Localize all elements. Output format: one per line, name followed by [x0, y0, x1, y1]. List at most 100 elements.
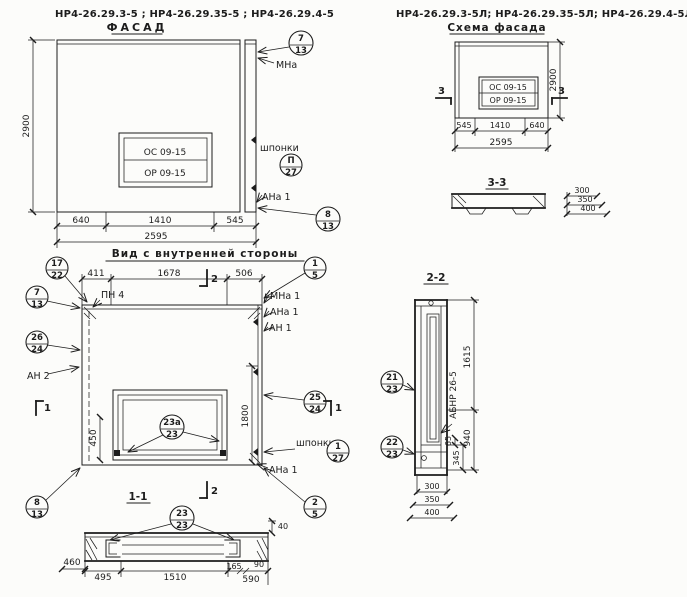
mna-label: МНа [276, 60, 297, 71]
facade-callout-corner: 8 13 [258, 207, 341, 232]
section-2-2: 2-2 АБНР 26-5 1615 [380, 272, 479, 522]
ana1-label: АНа 1 [270, 307, 299, 318]
callout-num: 1 [335, 442, 341, 452]
callout-num: 25 [309, 393, 321, 403]
facade-header: НР4-26.29.3-5 ; НР4-26.29.35-5 ; НР4-26.… [55, 9, 334, 20]
inner-callout-25-24: 25 24 [264, 390, 327, 415]
facade-label-shponki: шпонки П 27 [260, 143, 303, 178]
callout-num: 2 [312, 498, 318, 508]
inner-dim-450: 450 [89, 413, 104, 464]
callout-num: 23а [163, 418, 181, 428]
inner-label-ana1-top: АНа 1 [264, 307, 299, 318]
facade-dim-height: 2900 [22, 36, 55, 216]
scheme-header: НР4-26.29.3-5Л; НР4-26.29.35-5Л; НР4-26.… [396, 9, 687, 20]
scheme-dim-height: 2900 [548, 38, 565, 122]
dim-345: 345 [452, 450, 461, 465]
dim-65: 65 [444, 436, 453, 446]
section-2-2-title: 2-2 [427, 272, 446, 284]
dim-545: 545 [456, 121, 471, 130]
inner-dims-top: 411 1678 506 [78, 269, 266, 305]
dim-640: 640 [529, 121, 544, 130]
callout-den: 5 [312, 271, 318, 281]
callout-den: 23 [176, 521, 188, 531]
dim-2595: 2595 [145, 232, 168, 242]
inner-section-flag-1-right: 1 [323, 400, 342, 416]
facade-title: ФАСАД [107, 21, 168, 34]
section-3-3-profile [451, 193, 546, 215]
callout-den: 13 [322, 222, 334, 232]
dim-400: 400 [580, 204, 595, 213]
inner-view-title: Вид с внутренней стороны [112, 248, 299, 260]
ana1-label: АНа 1 [262, 192, 291, 203]
section-1-1-dims-bottom: 495 1510 165 90 590 460 [58, 558, 272, 585]
scheme-opening-mark-os: ОС 09-15 [489, 83, 527, 92]
section-1-1-dim-40: 40 [268, 517, 288, 537]
callout-num: 7 [34, 288, 40, 298]
section-mark-1: 1 [44, 403, 51, 414]
section-mark-3: 3 [558, 86, 565, 97]
callout-den: 22 [51, 271, 63, 281]
dim-411: 411 [87, 269, 104, 279]
facade-opening-mark-or: ОР 09-15 [144, 169, 186, 179]
callout-den: 27 [332, 454, 344, 464]
section-mark-1: 1 [335, 403, 342, 414]
callout-num: 7 [298, 34, 304, 44]
inner-callout-17-22: 17 22 [45, 256, 87, 302]
facade-opening: ОС 09-15 ОР 09-15 [118, 132, 213, 188]
inner-callout-23a-23: 23а 23 [128, 414, 219, 452]
section-2-2-thickness-dims: 300 350 400 [406, 476, 458, 522]
callout-num: 21 [386, 373, 398, 383]
dim-640: 640 [72, 216, 89, 226]
an2-label: АН 2 [27, 371, 50, 382]
dim-1615: 1615 [463, 346, 473, 369]
section-1-1-callout-23-23: 23 23 [110, 505, 234, 540]
dim-1410: 1410 [490, 121, 510, 130]
section-3-3-thickness-dims: 300 350 400 [563, 186, 611, 218]
dim-1510: 1510 [164, 573, 187, 583]
facade-opening-mark-os: ОС 09-15 [144, 148, 186, 158]
callout-num: 23 [176, 509, 188, 519]
scheme-view: НР4-26.29.3-5Л; НР4-26.29.35-5Л; НР4-26.… [396, 9, 687, 218]
shponki-label: шпонки [260, 143, 299, 154]
dim-300: 300 [574, 186, 589, 195]
abnr-part-label: АБНР 26-5 [449, 371, 459, 419]
scheme-panel-outline [454, 41, 549, 119]
inner-label-an1: АН 1 [264, 323, 292, 334]
inner-opening [112, 389, 228, 461]
inner-label-an2: АН 2 [27, 367, 79, 382]
section-mark-2: 2 [211, 486, 218, 497]
section-1-1-title: 1-1 [129, 491, 148, 503]
section-3-3-title: 3-3 [488, 177, 507, 189]
section-3-3: 3-3 300 350 400 [451, 177, 611, 218]
dim-506: 506 [235, 269, 252, 279]
inner-label-mna1: МНа 1 [264, 291, 300, 303]
inner-label-ana1-bottom: АНа 1 [257, 464, 298, 476]
scheme-opening: ОС 09-15 ОР 09-15 [478, 76, 539, 110]
inner-callout-2-5: 2 5 [264, 468, 327, 520]
facade-panel-outline [56, 39, 257, 213]
inner-view: Вид с внутренней стороны 411 1678 506 [25, 248, 350, 520]
scheme-opening-mark-or: ОР 09-15 [490, 96, 527, 105]
inner-callout-8-13: 8 13 [25, 468, 80, 520]
dim-590: 590 [242, 575, 259, 585]
scheme-section-flag-left: 3 [435, 86, 452, 105]
callout-den: 5 [312, 510, 318, 520]
scheme-dim-2900: 2900 [549, 68, 559, 91]
dim-40: 40 [278, 522, 288, 531]
dim-300: 300 [424, 482, 439, 491]
callout-num: 17 [51, 259, 63, 269]
section-1-1: 1-1 23 23 [58, 491, 288, 585]
dim-545: 545 [226, 216, 243, 226]
inner-section-flag-2-bottom: 2 [199, 481, 218, 499]
dim-350: 350 [424, 495, 439, 504]
inner-panel-outline [81, 304, 263, 466]
inner-callout-26-24: 26 24 [25, 330, 80, 355]
callout-num: 8 [34, 498, 40, 508]
inner-label-pn4: ПН 4 [93, 290, 124, 307]
dim-450: 450 [89, 429, 99, 446]
callout-num: П [287, 156, 294, 166]
dim-2595: 2595 [490, 138, 513, 148]
facade-label-ana1: АНа 1 [257, 192, 291, 203]
inner-label-shponki: шпонки 1 27 [264, 438, 350, 464]
